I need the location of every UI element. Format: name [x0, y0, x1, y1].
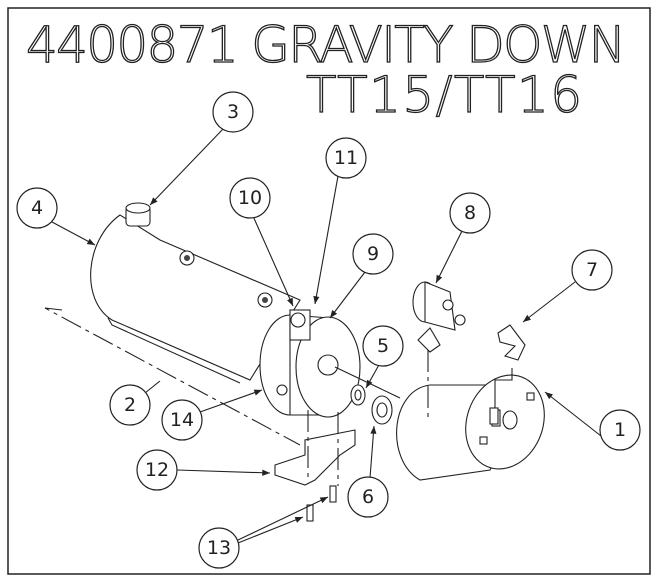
svg-text:6: 6 — [362, 486, 374, 508]
drawing-border — [7, 7, 651, 575]
svg-text:7: 7 — [586, 259, 598, 281]
solenoid-bracket — [497, 324, 526, 361]
bolt — [329, 485, 337, 503]
callout-10: 10 — [229, 177, 271, 219]
callout-3: 3 — [212, 91, 254, 133]
callout-6: 6 — [347, 476, 389, 518]
svg-text:14: 14 — [170, 409, 194, 431]
svg-text:11: 11 — [334, 147, 358, 169]
bolt — [306, 504, 314, 522]
breather-cap — [125, 202, 151, 227]
callout-8: 8 — [449, 192, 491, 234]
svg-text:3: 3 — [227, 101, 239, 123]
callout-14: 14 — [161, 399, 203, 441]
callout-2: 2 — [109, 384, 151, 426]
pump-housing — [259, 309, 361, 418]
callout-11: 11 — [325, 137, 367, 179]
svg-text:13: 13 — [207, 537, 231, 559]
callout-5: 5 — [362, 325, 404, 367]
motor — [396, 374, 545, 481]
svg-text:2: 2 — [124, 394, 136, 416]
callout-7: 7 — [571, 249, 613, 291]
svg-text:5: 5 — [377, 335, 389, 357]
svg-text:12: 12 — [145, 459, 169, 481]
callout-4: 4 — [16, 187, 58, 229]
leader-lines — [51, 127, 602, 544]
callout-9: 9 — [352, 233, 394, 275]
svg-text:8: 8 — [464, 202, 476, 224]
svg-text:10: 10 — [238, 187, 262, 209]
callout-13: 13 — [198, 527, 240, 569]
svg-text:1: 1 — [614, 419, 626, 441]
callout-1: 1 — [599, 409, 641, 451]
callout-12: 12 — [136, 449, 178, 491]
reservoir-tank — [90, 214, 301, 384]
solenoid — [412, 281, 466, 353]
title-line1: 4400871 GRAVITY DOWN — [26, 16, 626, 74]
svg-text:9: 9 — [367, 243, 379, 265]
svg-text:4: 4 — [31, 197, 43, 219]
mounting-bracket — [274, 429, 356, 486]
title-line2: TT15/TT16 — [306, 66, 582, 124]
